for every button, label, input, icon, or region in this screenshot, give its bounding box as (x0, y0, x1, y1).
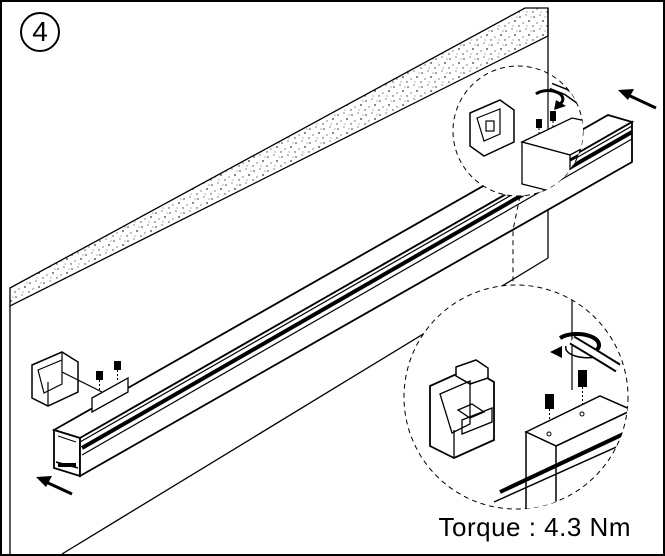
zoom-connector-line (512, 195, 521, 285)
push-arrow-icon-top-right (618, 89, 657, 110)
set-screw-icon-left-2 (114, 361, 121, 382)
torque-label: Torque : 4.3 Nm (438, 512, 631, 542)
set-screw-icon-zoom-bottom-1 (545, 394, 554, 428)
hex-key-icon-zoom-bottom (569, 335, 621, 373)
set-screw-icon-left-1 (96, 371, 103, 392)
mounting-bracket-icon-zoom-top (469, 99, 515, 157)
led-profile-icon (51, 113, 635, 478)
mounting-bracket-icon-zoom-bottom (429, 359, 495, 459)
push-arrow-icon-bottom-left (36, 476, 73, 496)
step-number-badge: 4 (20, 12, 60, 52)
rotation-arrow-icon-zoom-top (535, 89, 566, 110)
guide-line-left (61, 371, 103, 393)
mounting-bracket-icon-left (31, 351, 79, 407)
